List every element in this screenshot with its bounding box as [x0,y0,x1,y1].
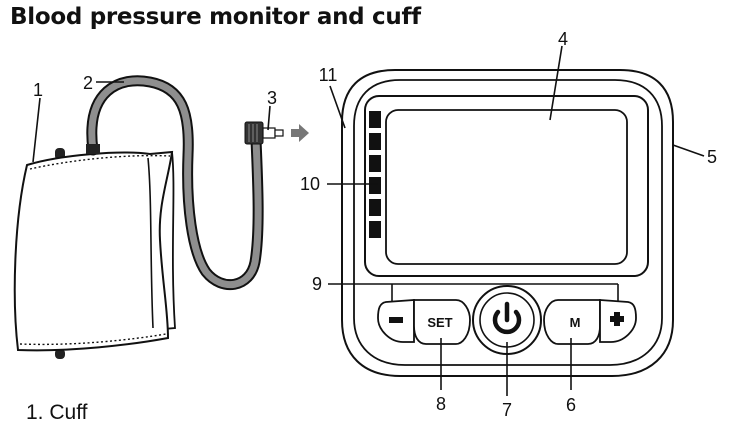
air-hose [86,75,264,291]
power-icon [492,301,522,335]
memory-button[interactable]: M [543,299,601,345]
callout-labels: 1 2 3 4 5 6 7 8 9 10 11 [33,29,717,420]
callout-3: 3 [267,88,277,108]
callout-8: 8 [436,394,446,414]
leader-lines [32,45,705,396]
callout-1: 1 [33,80,43,100]
arrow-right-icon [291,124,309,142]
callout-4: 4 [558,29,568,49]
callout-5: 5 [707,147,717,167]
callout-2: 2 [83,73,93,93]
risk-indicator-bar [369,111,381,238]
minus-button[interactable] [377,299,415,343]
callout-10: 10 [300,174,320,194]
callout-11: 11 [319,65,338,85]
callout-6: 6 [566,395,576,415]
memory-button-label: M [570,315,581,330]
page-title: Blood pressure monitor and cuff [10,4,421,30]
set-button-label: SET [427,315,452,330]
cuff [13,148,176,359]
hose-connector [244,121,284,145]
caption: 1. Cuff [26,401,88,424]
callout-9: 9 [312,274,322,294]
callout-7: 7 [502,400,512,420]
plus-button[interactable] [599,299,637,343]
set-button[interactable]: SET [413,299,471,345]
